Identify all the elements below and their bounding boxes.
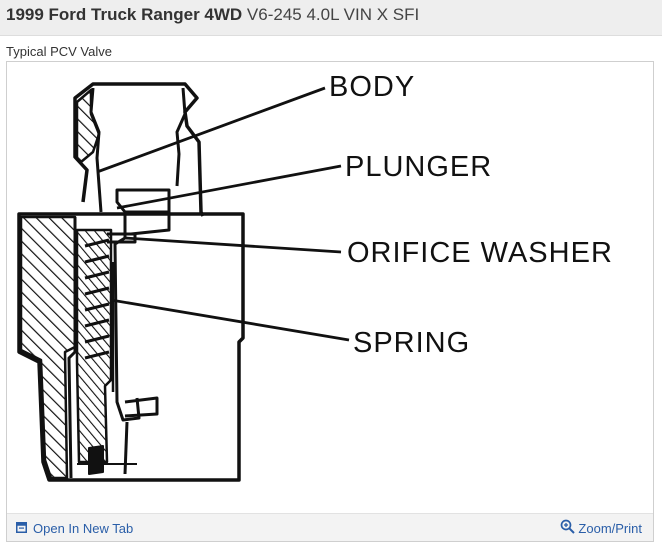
vehicle-title: 1999 Ford Truck Ranger 4WD xyxy=(6,5,243,24)
open-in-new-tab-icon xyxy=(16,521,27,536)
engine-subtitle: V6-245 4.0L VIN X SFI xyxy=(246,5,420,24)
valve-drawing xyxy=(17,82,245,482)
open-in-new-tab-label: Open In New Tab xyxy=(33,521,134,536)
label-orifice-washer: ORIFICE WASHER xyxy=(347,237,613,269)
pcv-valve-diagram: BODY PLUNGER ORIFICE WASHER SPRING xyxy=(7,62,653,514)
figure-frame: BODY PLUNGER ORIFICE WASHER SPRING Open … xyxy=(6,61,654,542)
zoom-print-link[interactable]: Zoom/Print xyxy=(560,519,642,537)
label-plunger: PLUNGER xyxy=(345,151,492,183)
label-body: BODY xyxy=(329,71,415,103)
page-header: 1999 Ford Truck Ranger 4WD V6-245 4.0L V… xyxy=(0,0,662,36)
open-in-new-tab-link[interactable]: Open In New Tab xyxy=(16,521,133,536)
magnifier-icon xyxy=(560,519,576,537)
label-spring: SPRING xyxy=(353,327,470,359)
figure-caption: Typical PCV Valve xyxy=(6,44,112,59)
figure-footer: Open In New Tab Zoom/Print xyxy=(7,513,653,541)
zoom-print-label: Zoom/Print xyxy=(578,520,642,536)
leader-lines xyxy=(96,86,350,342)
